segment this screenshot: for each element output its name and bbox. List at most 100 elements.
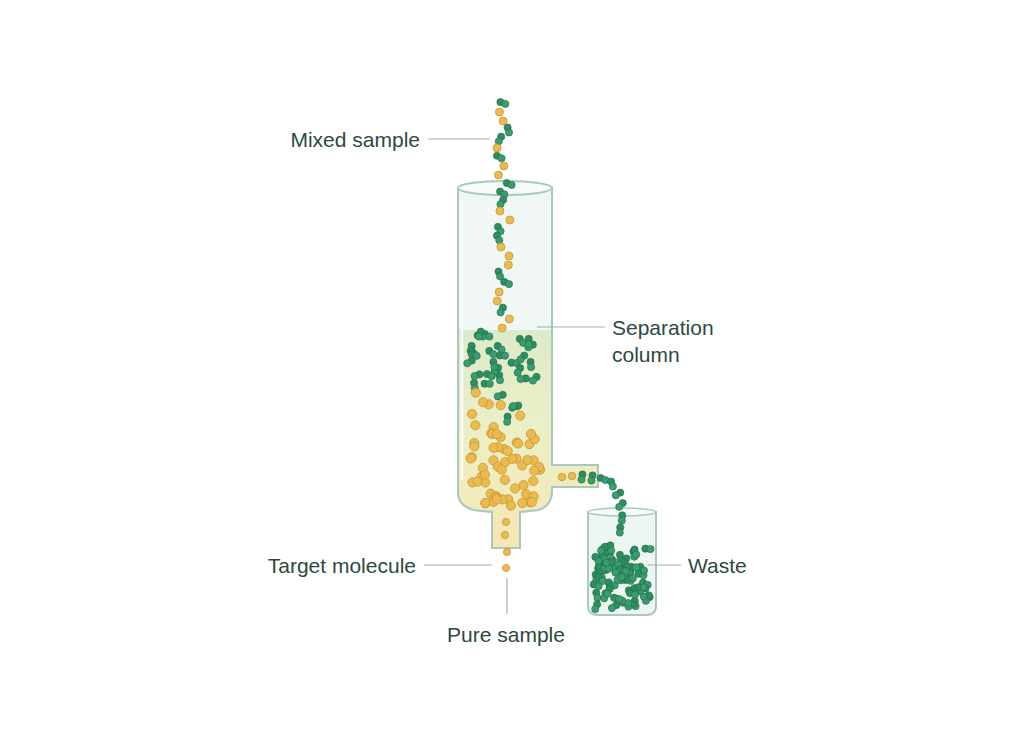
waste-dot — [468, 351, 480, 360]
target-dot — [501, 531, 508, 538]
target-dot — [500, 162, 508, 170]
target-dot — [499, 117, 507, 125]
waste-dot — [509, 402, 521, 410]
waste-dot — [616, 500, 627, 511]
target-dot — [526, 429, 535, 438]
callout-label: Target molecule — [268, 552, 416, 579]
target-dot — [493, 297, 501, 305]
target-dot — [504, 261, 512, 269]
callout-label: Pure sample — [447, 621, 565, 648]
target-dot — [497, 465, 506, 474]
waste-dot — [525, 335, 532, 347]
target-dot — [481, 499, 490, 508]
waste-dot — [496, 352, 508, 359]
target-dot — [505, 252, 513, 260]
target-dot — [480, 470, 489, 479]
target-dot — [503, 548, 510, 555]
waste-dot — [578, 471, 586, 483]
waste-dot — [495, 268, 504, 280]
target-dot — [505, 315, 513, 323]
waste-dot — [481, 380, 493, 387]
waste-dot — [503, 179, 515, 188]
waste-dot — [642, 545, 654, 553]
waste-dot — [517, 352, 528, 363]
waste-dot — [631, 546, 640, 558]
waste-dot — [464, 357, 476, 367]
leader-line — [506, 578, 507, 614]
target-dot — [530, 466, 539, 475]
waste-dot — [618, 512, 626, 524]
target-dot — [497, 243, 505, 251]
waste-dot — [495, 133, 505, 145]
waste-dot — [494, 391, 506, 400]
callout-label: Mixed sample — [290, 126, 420, 153]
waste-dot — [635, 584, 647, 591]
waste-dot — [493, 152, 505, 162]
target-dot — [495, 288, 503, 296]
target-dot — [470, 442, 479, 451]
target-dot — [471, 388, 480, 397]
target-dot — [494, 171, 502, 179]
waste-dot — [608, 602, 620, 612]
waste-dot — [471, 371, 483, 380]
target-dot — [516, 411, 525, 420]
target-dot — [503, 446, 512, 455]
leader-line — [424, 564, 492, 565]
waste-dot — [612, 566, 623, 576]
waste-dot — [486, 347, 497, 357]
waste-dot — [588, 472, 596, 484]
waste-dot — [514, 364, 524, 376]
target-dot — [473, 477, 482, 486]
target-dot — [529, 476, 538, 485]
waste-dot — [592, 601, 601, 613]
column-body — [456, 181, 606, 555]
target-dot — [493, 144, 501, 152]
waste-dot — [497, 98, 509, 107]
waste-dot — [622, 563, 631, 575]
waste-dot — [504, 413, 512, 425]
waste-dot — [608, 478, 617, 490]
target-dot — [471, 421, 480, 430]
waste-dot — [598, 543, 609, 554]
target-dot — [466, 454, 475, 463]
target-dot — [502, 564, 509, 571]
waste-dot — [525, 341, 537, 351]
waste-dot — [497, 196, 507, 208]
callout-label: Separation column — [612, 314, 742, 368]
waste-beaker — [588, 508, 656, 615]
waste-dot — [493, 232, 503, 244]
target-dot — [492, 430, 501, 439]
waste-dot — [475, 328, 484, 340]
target-dot — [496, 207, 504, 215]
waste-dot — [497, 304, 507, 316]
waste-dot — [483, 370, 495, 379]
leader-lines — [424, 139, 681, 614]
target-dot — [506, 216, 514, 224]
waste-dot — [527, 358, 535, 370]
waste-dot — [501, 278, 513, 287]
target-dot — [568, 472, 576, 480]
waste-dot — [597, 474, 609, 483]
target-dot — [496, 400, 505, 409]
target-dot — [527, 497, 536, 506]
target-dot — [502, 518, 509, 525]
waste-dot — [593, 589, 601, 601]
waste-dot — [611, 594, 623, 603]
waste-dot — [626, 590, 638, 599]
leader-line — [428, 138, 490, 139]
target-dot — [478, 398, 487, 407]
waste-dot — [603, 558, 615, 566]
waste-dot — [529, 373, 540, 384]
target-dot — [489, 443, 498, 452]
waste-dot — [612, 489, 624, 499]
waste-dot — [616, 524, 624, 536]
target-dot — [510, 484, 519, 493]
target-dot — [481, 498, 490, 507]
leader-line — [537, 326, 605, 327]
target-dot — [492, 495, 501, 504]
target-dot — [518, 498, 527, 507]
target-dot — [523, 455, 532, 464]
waste-dot — [490, 358, 498, 370]
callout-label: Waste — [688, 552, 747, 579]
